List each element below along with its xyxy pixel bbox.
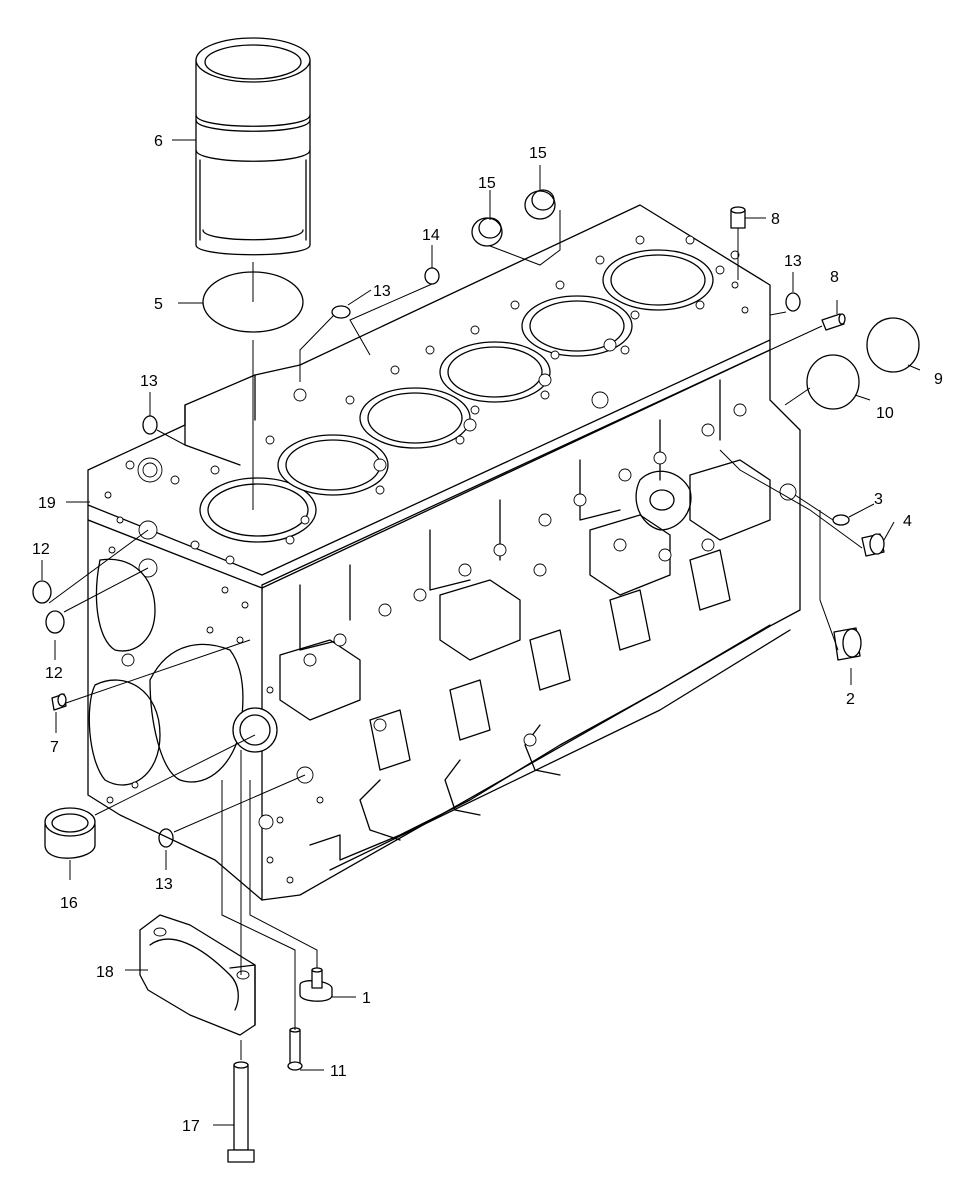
callout-17: 17	[182, 1118, 200, 1135]
oil-nozzle-1	[299, 967, 333, 1002]
bolt-17	[227, 1061, 255, 1163]
callout-labels: 6 5 15 15 14 13 13 8 13 8 9 10 3 4 2 19 …	[32, 133, 943, 1135]
cylinder-block	[87, 204, 801, 901]
callout-3: 3	[874, 491, 883, 508]
seal-13-bottom	[158, 828, 174, 848]
plug-4	[861, 533, 885, 557]
callout-8a: 8	[771, 211, 780, 228]
callout-13b: 13	[140, 373, 158, 390]
seal-13-top	[331, 305, 351, 319]
seal-13-left	[142, 415, 158, 435]
gasket-10	[806, 354, 860, 410]
core-plug-15a	[471, 217, 503, 247]
callout-13a: 13	[373, 283, 391, 300]
callout-11: 11	[330, 1063, 347, 1080]
plug-2	[833, 627, 862, 661]
gasket-9	[866, 317, 920, 373]
dowel-pin-8-right	[821, 313, 846, 331]
leader-lines	[41, 139, 921, 1126]
callout-8b: 8	[830, 269, 839, 286]
callout-13d: 13	[155, 876, 173, 893]
seal-14	[424, 267, 440, 285]
callout-9: 9	[934, 371, 943, 388]
callout-6: 6	[154, 133, 163, 150]
callout-1: 1	[362, 990, 371, 1007]
callout-5: 5	[154, 296, 163, 313]
bearing-ring-16	[44, 807, 96, 859]
main-bearing-cap-18	[139, 914, 256, 1036]
callout-12a: 12	[32, 541, 50, 558]
callout-15a: 15	[478, 175, 496, 192]
callout-2: 2	[846, 691, 855, 708]
callout-13c: 13	[784, 253, 802, 270]
callout-18: 18	[96, 964, 114, 981]
callout-4: 4	[903, 513, 912, 530]
seal-12-lower	[45, 610, 65, 634]
callout-19: 19	[38, 495, 56, 512]
core-plug-15b	[524, 189, 556, 220]
seal-3	[832, 514, 850, 526]
cylinder-liner	[195, 37, 311, 256]
bolt-11	[287, 1027, 303, 1071]
callout-16: 16	[60, 895, 78, 912]
dowel-pin-8-top	[730, 206, 746, 229]
callout-14: 14	[422, 227, 440, 244]
pin-7	[51, 693, 67, 711]
seal-13-right	[785, 292, 801, 312]
callout-7: 7	[50, 739, 59, 756]
callout-12b: 12	[45, 665, 63, 682]
callout-10: 10	[876, 405, 894, 422]
seal-12-upper	[32, 580, 52, 604]
callout-15b: 15	[529, 145, 547, 162]
